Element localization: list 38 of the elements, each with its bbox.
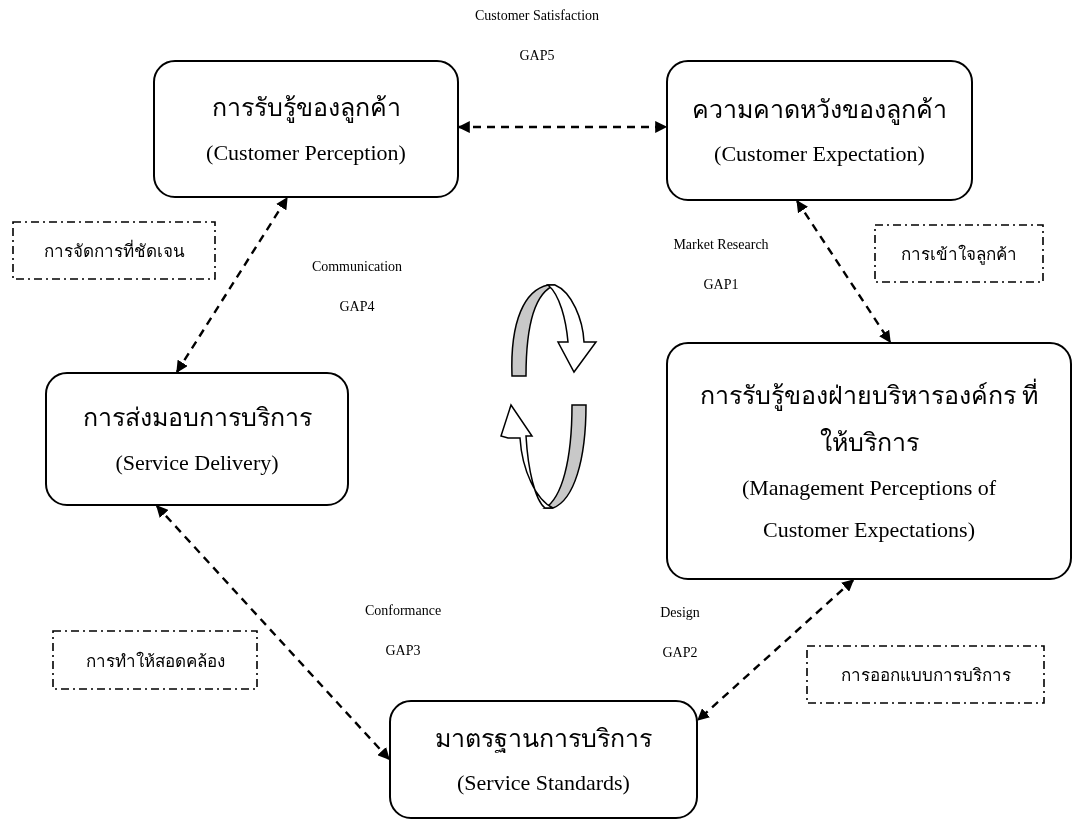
rounded-box (45, 372, 349, 506)
gap-label: GAP3 (385, 643, 421, 659)
rounded-box (666, 60, 973, 201)
english-subtitle: (Service Delivery) (115, 448, 279, 477)
english-subtitle: (Management Perceptions of Customer Expectations) (740, 473, 998, 544)
gap-label: GAP4 (339, 299, 375, 315)
dash-dot-box (874, 224, 1044, 283)
english-subtitle: (Service Standards) (457, 769, 630, 798)
double-arrow (697, 579, 855, 721)
rounded-box (666, 342, 1072, 580)
gap-label: GAP5 (519, 48, 555, 64)
thai-title: การรับรู้ของฝ่ายบริหารองค์กร ที่ให้บริการ (689, 371, 1049, 467)
thai-title: การส่งมอบการบริการ (82, 403, 312, 434)
double-arrow (457, 121, 668, 134)
rounded-box (153, 60, 459, 198)
gap-label: Communication (311, 259, 403, 275)
gap-label: GAP1 (703, 277, 739, 293)
note-text: การทำให้สอดคล้อง (85, 650, 225, 673)
double-arrow (156, 505, 390, 760)
gap-label: Customer Satisfaction (475, 8, 599, 24)
rounded-box (389, 700, 698, 819)
gap-label: Market Research (673, 237, 769, 253)
dash-dot-box (806, 645, 1045, 704)
english-subtitle: (Customer Perception) (206, 138, 406, 167)
dash-dot-box (12, 221, 216, 280)
thai-title: มาตรฐานการบริการ (435, 723, 652, 755)
gap-label: Design (660, 605, 700, 621)
note-text: การเข้าใจลูกค้า (901, 243, 1017, 267)
gap-label: Conformance (364, 603, 442, 619)
note-text: การจัดการที่ชัดเจน (43, 237, 185, 264)
english-subtitle: (Customer Expectation) (714, 140, 925, 169)
thai-title: ความคาดหวังของลูกค้า (692, 94, 947, 127)
note-text: การออกแบบการบริการ (840, 665, 1011, 687)
double-arrow (796, 200, 892, 343)
dash-dot-box (52, 630, 258, 690)
gap-label: GAP2 (662, 645, 698, 661)
thai-title: การรับรู้ของลูกค้า (211, 93, 401, 125)
double-arrow (175, 197, 289, 373)
